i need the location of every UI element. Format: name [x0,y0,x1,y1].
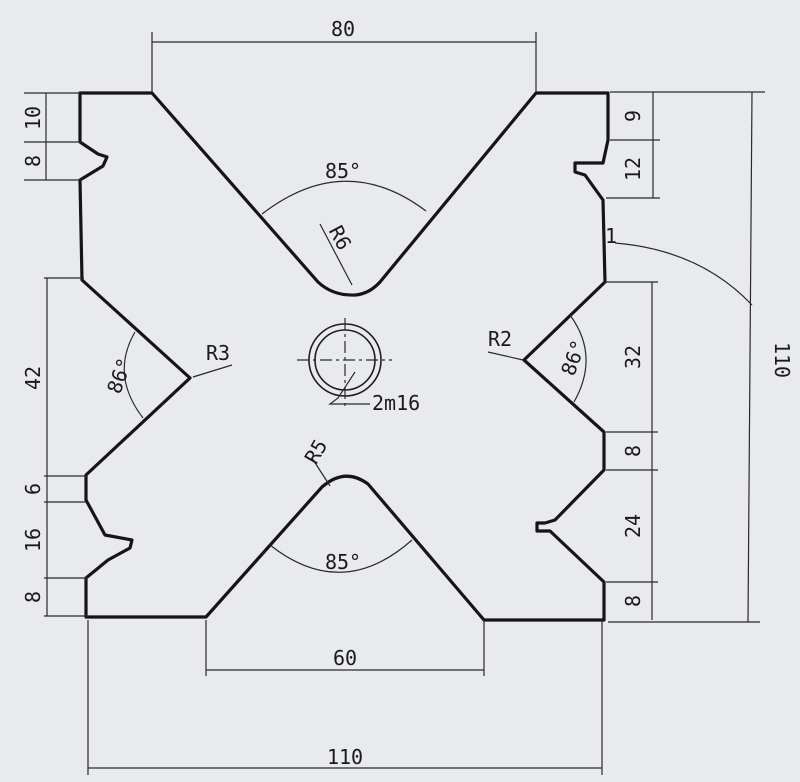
dim-top-width [151,32,537,92]
radius-left-label: R3 [206,341,230,365]
angle-bottom-label: 85° [325,550,361,574]
dim-overall-height-label: 110 [770,342,794,378]
angle-arc-top [261,180,427,215]
dim-overall-height [608,91,765,623]
radius-leader-right [487,351,524,361]
radius-right-label: R2 [488,327,512,351]
dim-left-8-top: 8 [21,155,45,167]
hole-callout: 2m16 [372,391,420,415]
dim-right-32: 32 [621,345,645,369]
dim-left-42: 42 [21,366,45,390]
callout-1-leader [614,242,753,306]
angle-arc-bottom [269,539,413,573]
angle-top-label: 85° [325,159,361,183]
dim-bottom-width-label: 60 [333,646,357,670]
dim-left-10: 10 [21,106,45,130]
hole-leader [328,371,370,405]
dim-right-9: 9 [621,110,645,122]
dim-overall-width [87,620,603,775]
dim-right-8-bottom: 8 [621,595,645,607]
callout-1-label: 1 [605,224,617,248]
dim-bottom-width [205,620,485,676]
dim-right-8-mid: 8 [621,445,645,457]
radius-leader-top [319,223,353,286]
angle-arc-right [569,314,587,403]
dim-top-width-label: 80 [331,17,355,41]
dim-left-8-bottom: 8 [21,591,45,603]
dim-left-16: 16 [21,528,45,552]
dim-right-24: 24 [621,514,645,538]
dim-left-6: 6 [21,483,45,495]
radius-leader-left [192,364,233,378]
angle-arc-left [123,331,144,419]
die-outline [78,91,610,622]
dim-overall-width-label: 110 [327,745,363,769]
radius-leader-bottom [311,457,331,487]
dim-right-12: 12 [621,157,645,181]
center-hole [297,318,392,410]
dim-right-chain [606,92,660,620]
dim-left-chain [24,92,88,617]
